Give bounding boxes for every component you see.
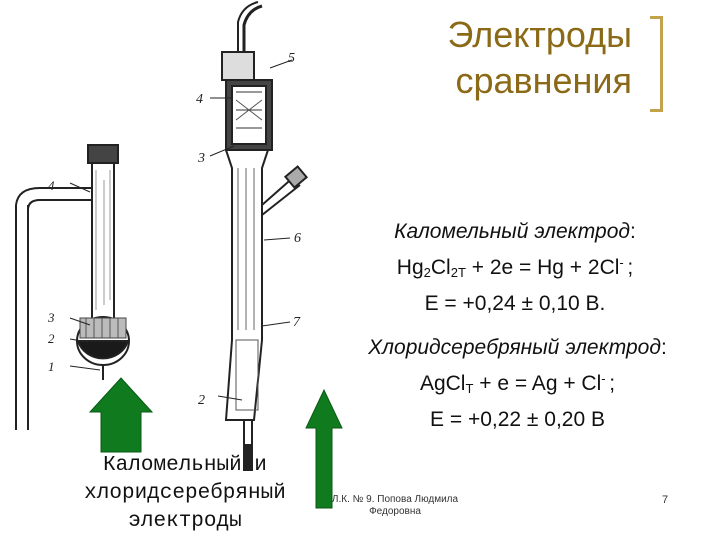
slide-footer: Л.К. № 9. Попова Людмила Федоровна [300,494,490,518]
title-line-2: сравнения [455,60,632,101]
page-number: 7 [662,494,669,506]
caption-line-2: хлоридсеребряный [84,482,286,505]
left-electrode [15,144,130,430]
left-label-3: 3 [47,310,55,325]
calomel-equation: Hg2Cl2T + 2e = Hg + 2Cl- ; [396,255,634,280]
arrow-right-icon [305,388,343,509]
silver-heading: Хлоридсеребряный электрод [368,336,661,359]
right-label-6: 6 [294,231,301,246]
title-line-1: Электроды [447,14,632,55]
left-label-1: 1 [48,359,55,374]
calomel-potential: E = +0,24 ± 0,10 B. [424,292,606,315]
title-bracket [650,16,663,112]
silver-potential: E = +0,22 ± 0,20 B [430,408,605,431]
right-label-2: 2 [198,393,205,408]
calomel-colon: : [630,220,636,243]
footer-line-2: Федоровна [369,506,421,517]
left-label-2: 2 [48,331,55,346]
right-electrode [209,1,309,471]
right-label-5: 5 [288,51,295,66]
calomel-heading: Каломельный электрод [394,220,631,243]
slide-title: Электроды сравнения [448,12,632,104]
arrow-left-icon [88,377,154,453]
caption-line-3: электроды [128,510,242,533]
caption-line-1: Каломельный и [103,454,267,477]
silver-block: Хлоридсеребряный электрод: AgClT + e = A… [320,332,715,435]
right-label-7: 7 [293,315,301,330]
right-label-3: 3 [197,151,205,166]
electrodes-caption: Каломельный и хлоридсеребряный электроды [60,452,310,536]
silver-colon: : [660,336,667,359]
footer-line-1: Л.К. № 9. Попова Людмила [331,494,459,505]
left-label-4: 4 [48,178,55,193]
silver-equation: AgClT + e = Ag + Cl- ; [419,371,616,396]
calomel-block: Каломельный электрод: Hg2Cl2T + 2e = Hg … [330,216,700,319]
right-label-4: 4 [196,92,203,107]
